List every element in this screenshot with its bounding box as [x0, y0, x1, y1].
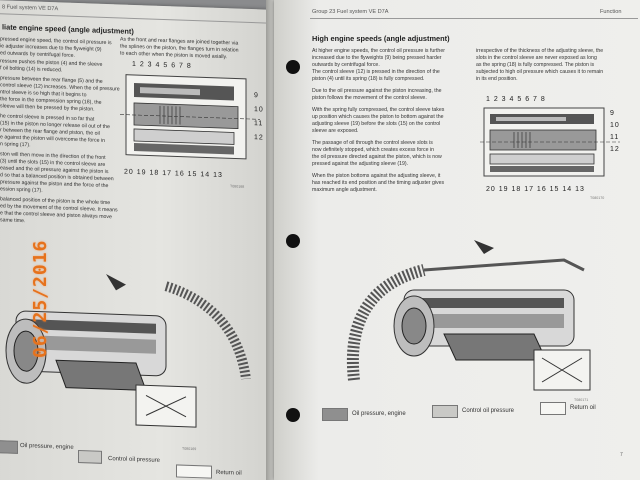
text-line: With the spring fully compressed, the co… [312, 107, 445, 113]
legend-control-oil-pressure: Control oil pressure [108, 456, 161, 464]
date-stamp: 06/25/2016 [30, 239, 51, 358]
right-cross-section-diagram [480, 107, 620, 177]
figure-id: T080171 [574, 398, 589, 402]
text-line: slots in the control sleeve are never ex… [476, 55, 597, 61]
text-line: in its end position. [476, 76, 518, 82]
left-callouts-side: 9 10 11 12 [254, 89, 264, 145]
callout-label: 10 [254, 106, 264, 114]
text-line: When the piston bottoms against the adju… [312, 173, 441, 179]
text-line: piston follows the movement of the contr… [312, 95, 427, 101]
left-header-rule [0, 13, 268, 24]
text-line: the oil pressure directed against the pi… [312, 154, 442, 160]
legend-swatch-oil-pressure [322, 408, 348, 421]
text-line: n spring (17). [0, 141, 31, 149]
legend-swatch-return-oil [176, 464, 212, 479]
right-callouts-bottom: 20 19 18 17 16 15 14 13 [486, 186, 585, 193]
legend-swatch-control-oil [78, 450, 102, 464]
text-line: as the spring (18) is fully compressed. … [476, 62, 595, 68]
callout-label: 11 [610, 134, 620, 141]
legend-swatch-oil-pressure [0, 440, 18, 454]
left-exploded-view-diagram [5, 273, 251, 428]
right-page-heading: High engine speeds (angle adjustment) [312, 34, 450, 43]
text-line: outwards by centrifugal force. [312, 62, 380, 68]
text-line: has reached its end position and the tim… [312, 180, 445, 186]
text-line: increased due to the flyweights (9) bein… [312, 55, 442, 61]
legend-swatch-control-oil [432, 405, 458, 418]
legend-return-oil: Return oil [570, 405, 596, 411]
binder-hole [286, 408, 300, 422]
text-line: irrespective of the thickness of the adj… [476, 48, 604, 54]
right-callouts-top: 1 2 3 4 5 6 7 8 [486, 96, 546, 103]
callout-label: 12 [254, 134, 264, 142]
text-line: up position which causes the piston to b… [312, 114, 444, 120]
left-page-header: 8 Fuel system VE D7A [2, 4, 59, 13]
left-cross-section-diagram [120, 74, 260, 160]
text-line: same time. [0, 217, 26, 225]
figure-id: T080169 [182, 446, 197, 452]
text-line: pressed against the adjusting sleeve (19… [312, 161, 409, 167]
right-page-header-section: Function [600, 9, 622, 15]
figure-id: T080170 [590, 196, 605, 200]
right-callouts-side: 9 10 11 12 [610, 108, 620, 156]
callout-label: 12 [610, 146, 620, 153]
right-exploded-view-diagram [346, 240, 591, 391]
binder-hole [286, 60, 300, 74]
left-page-heading: liate engine speed (angle adjustment) [2, 22, 134, 36]
text-line: piston (4) until its spring (18) is full… [312, 76, 425, 82]
text-line: now definitely stopped, which creates ex… [312, 147, 434, 153]
left-page: 8 Fuel system VE D7A liate engine speed … [0, 0, 274, 480]
callout-label: 11 [254, 120, 264, 128]
text-line: sleeve are exposed. [312, 128, 359, 134]
callout-label: 10 [610, 122, 620, 129]
text-line: subjected to high oil pressure which cau… [476, 69, 604, 75]
text-line: adjusting sleeve (19) before the slots (… [312, 121, 441, 127]
text-line: Due to the oil pressure against the pist… [312, 88, 442, 94]
figure-id: T080168 [230, 184, 245, 189]
text-line: f oil bolting (14) is reduced. [0, 65, 63, 74]
text-line: maximum angle adjustment. [312, 187, 377, 193]
callout-label: 9 [610, 110, 615, 117]
callout-label: 9 [254, 92, 259, 100]
right-header-rule [310, 18, 638, 19]
text-line: ession spring (17). [0, 186, 43, 194]
right-page: Group 23 Fuel system VE D7A Function Hig… [274, 0, 640, 480]
binder-hole [286, 234, 300, 248]
text-line: The control sleeve (12) is pressed in th… [312, 69, 440, 75]
legend-swatch-return-oil [540, 402, 566, 415]
text-line: The passage of oil through the control s… [312, 140, 433, 146]
legend-oil-pressure-engine: Oil pressure, engine [20, 442, 74, 451]
legend-oil-pressure-engine: Oil pressure, engine [352, 411, 406, 417]
right-page-header: Group 23 Fuel system VE D7A [312, 9, 389, 15]
legend-control-oil-pressure: Control oil pressure [462, 408, 515, 414]
legend-return-oil: Return oil [216, 469, 242, 477]
page-number: 7 [620, 452, 623, 458]
text-line: At higher engine speeds, the control oil… [312, 48, 445, 54]
